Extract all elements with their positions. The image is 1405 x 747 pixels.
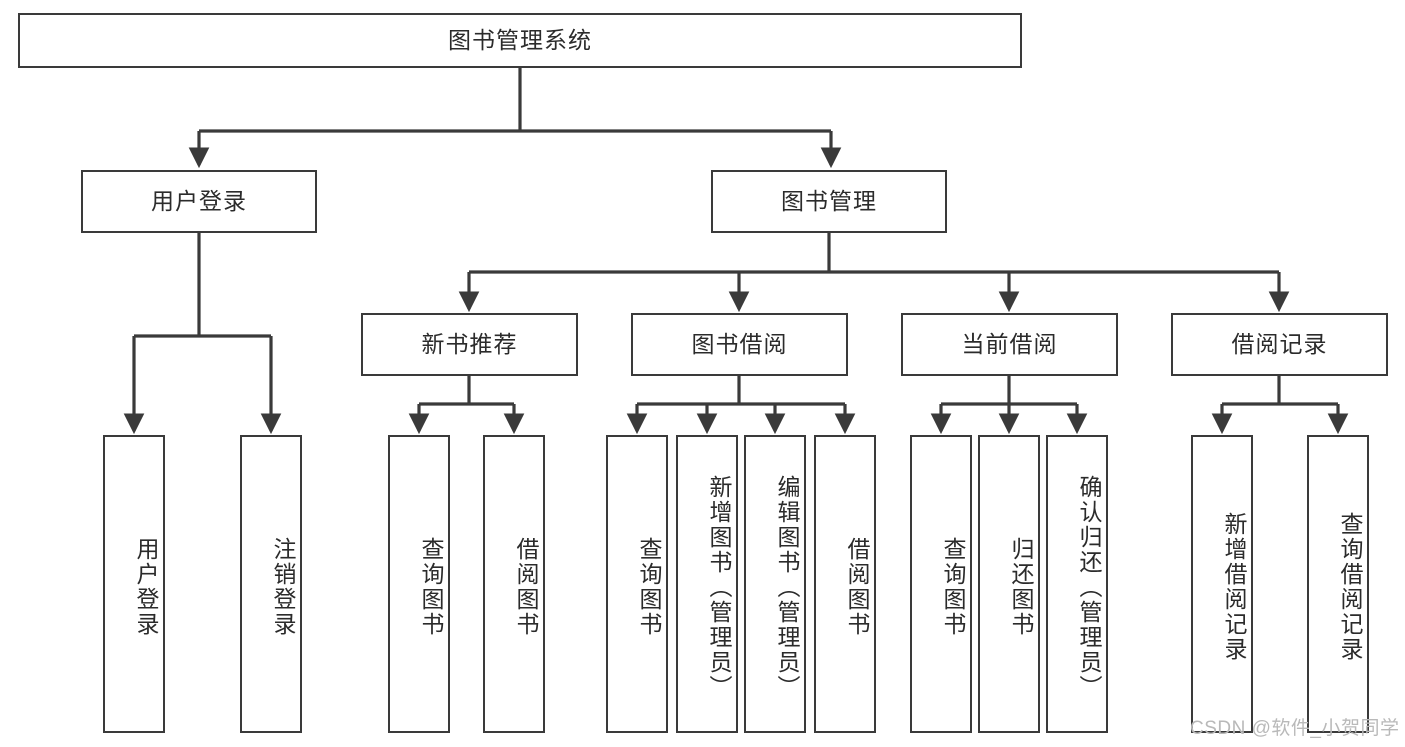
node-root-label: 图书管理系统: [448, 26, 592, 53]
node-leaf-user-login[interactable]: 用户登录: [103, 435, 165, 733]
node-user-login[interactable]: 用户登录: [81, 170, 317, 233]
node-root[interactable]: 图书管理系统: [18, 13, 1022, 68]
node-book-management[interactable]: 图书管理: [711, 170, 947, 233]
node-leaf-query-book-3[interactable]: 查询图书: [910, 435, 972, 733]
node-leaf-confirm-return[interactable]: 确认归还（管理员）: [1046, 435, 1108, 733]
node-leaf-query-record[interactable]: 查询借阅记录: [1307, 435, 1369, 733]
node-leaf-query-book-3-label: 查询图书: [940, 537, 966, 637]
node-leaf-return-book[interactable]: 归还图书: [978, 435, 1040, 733]
node-leaf-query-book-2[interactable]: 查询图书: [606, 435, 668, 733]
node-leaf-add-book[interactable]: 新增图书（管理员）: [676, 435, 738, 733]
node-leaf-return-book-label: 归还图书: [1008, 537, 1034, 637]
node-leaf-edit-book-label: 编辑图书（管理员）: [774, 474, 800, 700]
node-borrow-record[interactable]: 借阅记录: [1171, 313, 1388, 376]
node-leaf-query-book-1[interactable]: 查询图书: [388, 435, 450, 733]
node-new-book-recommend-label: 新书推荐: [421, 330, 518, 357]
node-leaf-add-book-label: 新增图书（管理员）: [706, 474, 732, 700]
node-user-login-label: 用户登录: [151, 187, 247, 214]
node-borrow-record-label: 借阅记录: [1231, 330, 1328, 357]
node-leaf-borrow-book-2-label: 借阅图书: [844, 537, 870, 637]
node-book-borrow[interactable]: 图书借阅: [631, 313, 848, 376]
node-book-borrow-label: 图书借阅: [691, 330, 788, 357]
node-leaf-edit-book[interactable]: 编辑图书（管理员）: [744, 435, 806, 733]
node-new-book-recommend[interactable]: 新书推荐: [361, 313, 578, 376]
node-leaf-query-record-label: 查询借阅记录: [1337, 512, 1363, 662]
node-current-borrow[interactable]: 当前借阅: [901, 313, 1118, 376]
node-leaf-confirm-return-label: 确认归还（管理员）: [1076, 474, 1102, 700]
node-leaf-borrow-book-1[interactable]: 借阅图书: [483, 435, 545, 733]
node-leaf-add-record-label: 新增借阅记录: [1221, 512, 1247, 662]
node-leaf-logout[interactable]: 注销登录: [240, 435, 302, 733]
csdn-watermark: CSDN @软件_小贺同学: [1190, 718, 1400, 739]
node-leaf-logout-label: 注销登录: [270, 537, 296, 637]
node-current-borrow-label: 当前借阅: [961, 330, 1058, 357]
node-leaf-query-book-1-label: 查询图书: [418, 537, 444, 637]
node-leaf-user-login-label: 用户登录: [133, 537, 159, 637]
node-book-management-label: 图书管理: [781, 187, 877, 214]
node-leaf-borrow-book-2[interactable]: 借阅图书: [814, 435, 876, 733]
node-leaf-add-record[interactable]: 新增借阅记录: [1191, 435, 1253, 733]
node-leaf-borrow-book-1-label: 借阅图书: [513, 537, 539, 637]
node-leaf-query-book-2-label: 查询图书: [636, 537, 662, 637]
